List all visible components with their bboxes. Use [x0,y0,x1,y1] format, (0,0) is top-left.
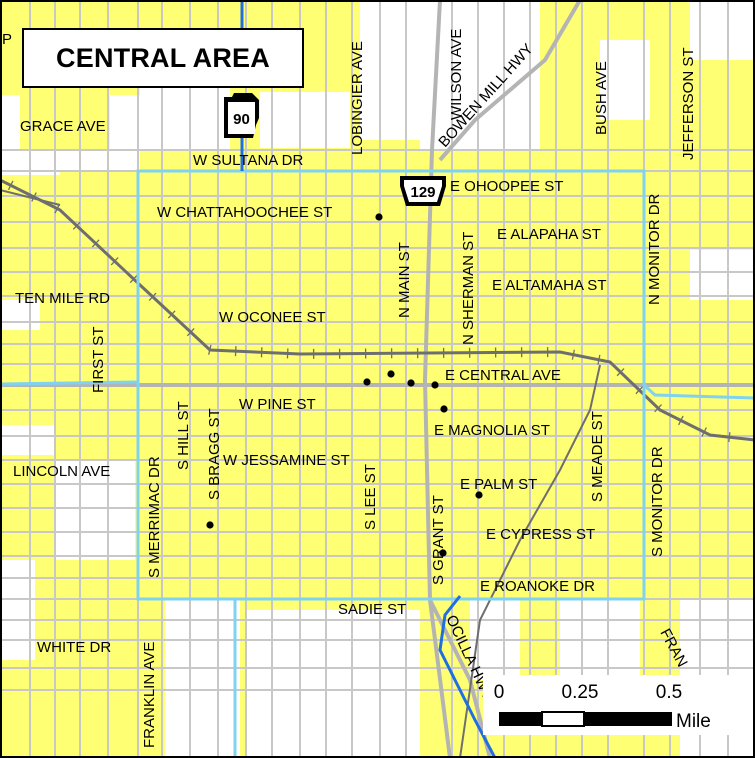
street-label: FIRST ST [90,327,107,393]
street-label: W CHATTAHOOCHEE ST [157,204,332,221]
street-label: TEN MILE RD [15,290,110,307]
route-90-number: 90 [233,111,250,128]
poi-dot [431,381,439,389]
street-label: E ALAPAHA ST [497,226,601,243]
street-label: N MONITOR DR [646,193,663,305]
railroad-line [0,178,755,442]
street-label: S BRAGG ST [206,408,223,500]
street-labels: P GRACE AVE W SULTANA DR LOBINGIER AVE W… [2,29,697,748]
scale-segment-2 [541,711,585,727]
poi-dot [407,379,415,387]
street-label: E ALTAMAHA ST [492,277,606,294]
outside-patch-w [0,300,135,560]
street-label: E CYPRESS ST [486,526,595,543]
railroad [0,178,755,758]
rail-tie [148,292,157,301]
street-label: N MAIN ST [396,242,413,318]
railroad-spur [459,364,601,758]
points-of-interest [206,213,483,557]
street-label: W SULTANA DR [193,152,303,169]
street-label: E CENTRAL AVE [445,367,561,384]
rail-tie [91,239,100,248]
street-label: P [2,31,12,48]
street-label: S HILL ST [175,401,192,470]
rail-tie [54,203,61,214]
route-129-shield: 129 [400,176,446,206]
street-label: E OHOOPEE ST [450,178,563,195]
rail-tie [678,415,684,426]
outside-patch-sw [0,560,420,758]
outside-patch-se [470,250,755,758]
street-label: S GRANT ST [430,495,447,585]
poi-dot [206,521,214,529]
map-title: CENTRAL AREA [22,28,304,88]
outer-boundary-west [0,380,139,386]
street-label: S MEADE ST [589,411,606,502]
street-label: E MAGNOLIA ST [434,422,550,439]
scale-bar: 0 0.25 0.5 Mile [483,675,755,735]
ocilla-highway-line [438,595,497,758]
outside-patch-nw [0,95,60,175]
street-label: W JESSAMINE ST [223,452,350,469]
outside-patch-north [260,0,440,148]
street-label: S LEE ST [362,464,379,530]
street-label: WHITE DR [37,639,111,656]
street-label: E ROANOKE DR [480,578,595,595]
poi-dot [363,378,371,386]
rail-tie [72,221,81,230]
scale-segment-1 [499,712,542,726]
rail-tie [597,354,601,365]
outer-boundary-east [642,383,755,400]
route-129-number: 129 [410,184,435,201]
street-label: LINCOLN AVE [13,463,110,480]
poi-dot [439,549,447,557]
street-label: W PINE ST [239,396,316,413]
poi-dot [375,213,383,221]
street-label: N SHERMAN ST [460,232,477,345]
poi-dot [387,370,395,378]
rail-tie [701,427,707,437]
scale-tick-05: 0.5 [656,682,682,703]
street-label: W OCONEE ST [219,309,326,326]
rail-tie [616,368,625,377]
scale-unit: Mile [676,711,711,732]
rail-tie [31,192,37,202]
rail-tie [635,386,644,395]
main-north-south-road [422,0,452,758]
street-label: GRACE AVE [20,118,106,135]
rail-tie [728,432,731,443]
scale-tick-025: 0.25 [562,682,599,703]
rail-tie [129,274,138,284]
rail-tie [7,180,14,191]
street-label: S MERRIMAC DR [146,456,163,578]
rail-tie [208,344,212,355]
street-label: FRANKLIN AVE [141,642,158,748]
street-label: S MONITOR DR [649,446,666,557]
street-label: LOBINGIER AVE [349,41,366,155]
rail-tie [654,404,663,413]
rail-tie [110,257,119,266]
bowen-mill-road [438,0,582,162]
street-label: WILSON AVE [448,29,465,120]
street-label: JEFFERSON ST [680,47,697,160]
street-label: SADIE ST [338,601,406,618]
poi-dot [440,405,448,413]
street-label: BUSH AVE [593,61,610,135]
railroad-nw-spur [0,189,61,206]
outside-patch-ne [470,0,755,130]
scale-tick-0: 0 [494,682,505,703]
scale-segment-3 [584,712,672,726]
rail-tie [571,349,575,360]
city-top-strip [60,0,230,28]
poi-dot [475,491,483,499]
rail-tie [167,310,176,319]
street-label: E PALM ST [460,476,537,493]
route-90-shield: 90 [224,93,259,138]
rail-tie [186,328,195,337]
